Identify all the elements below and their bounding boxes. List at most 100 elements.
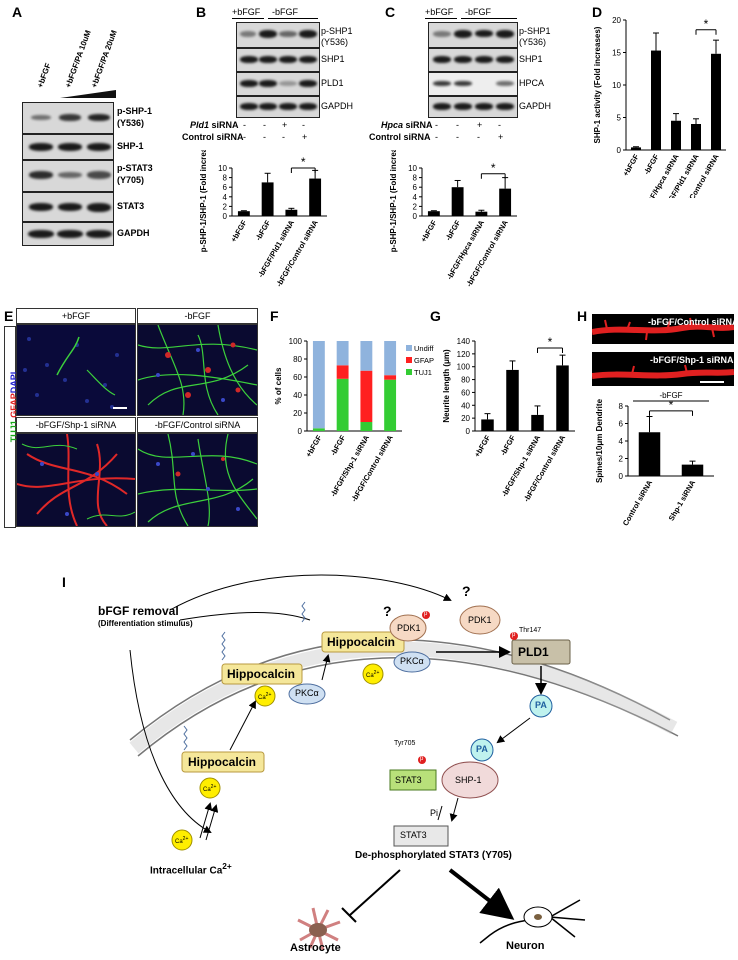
y-tick-label: 60 [461,388,470,397]
blot-label: HPCA [519,78,545,88]
sign: - [243,120,246,130]
legend-swatch [406,357,412,363]
pdk1-phospho [422,611,430,619]
pld1-label: PLD1 [518,645,549,659]
pi-label: Pi [430,808,439,818]
blot-gapdh [236,96,320,118]
category-label: +bFGF [304,433,324,459]
category-label: Shp-1 siRNA [667,478,698,522]
bar [506,369,519,431]
category-label: +bFGF [419,218,439,244]
bar [531,414,544,431]
arrow-to-pdk1 [169,574,452,611]
pkca-label-2: PKCα [295,688,319,698]
pld1-phospho [510,632,518,640]
bar [671,120,681,150]
blot-label: GAPDH [321,101,354,111]
blot-shp1 [22,134,114,160]
y-tick-label: 80 [461,376,470,385]
bar [309,178,322,216]
y-tick-label: 20 [461,414,470,423]
y-axis-label: % of cells [274,367,283,404]
question-mark-1: ? [383,603,392,619]
bar [237,211,250,216]
panel-label-g: G [430,308,441,324]
y-axis-label: p-SHP-1/SHP-1 (Fold increases) [199,150,208,252]
significance-star: * [301,155,306,169]
bar [481,419,494,431]
bar [451,187,464,216]
y-tick-label: 100 [457,363,471,372]
bar [711,53,721,150]
y-tick-label: 0 [223,212,228,221]
h-image2-label: -bFGF/Shp-1 siRNA [650,355,734,365]
significance-star: * [669,398,674,412]
tyr705-label: Tyr705 [394,740,416,747]
legend-label: TUJ1 [414,368,432,377]
category-label: -bFGF [329,433,348,457]
bar-segment [384,341,397,376]
blot-label: SHP-1 [117,141,144,151]
blot-label: SHP1 [321,54,345,64]
sirna-gene: Pld1 [190,120,210,130]
micro-title-4: -bFGF/Control siRNA [137,417,258,433]
bar [499,188,512,216]
micro-title-2: -bFGF [137,308,258,324]
pld1-box [511,639,571,665]
ca-1 [199,777,221,799]
h-image1-label: -bFGF/Control siRNA [648,317,738,327]
pa-label-2: PA [476,744,488,754]
category-label: -bFGF/Control siRNA [274,218,320,288]
astrocyte-icon [297,907,341,951]
blot-label: p-STAT3 [117,163,153,173]
panel-label-e: E [4,308,14,324]
y-tick-label: 8 [413,174,418,183]
panel-label-d: D [592,4,603,20]
blot-label: STAT3 [117,201,145,211]
ca-label-intra: Ca2+ [175,836,189,845]
stat3-phospho [418,756,426,764]
y-tick-label: 6 [413,183,418,192]
blot-p-stat3 [22,160,114,192]
blot-p-shp1 [22,102,114,134]
neuron-icon [479,899,586,944]
bar [638,432,661,476]
bar [285,209,298,216]
panel-label-i: I [62,574,66,590]
y-axis-label: Spines/10μm Dendrite [595,398,604,483]
hippocalcin-box-3 [321,631,405,653]
y-axis-label: Neurite length (μm) [442,349,451,423]
category-label: Control siRNA [621,478,655,527]
sirna-label: siRNA [211,120,239,130]
blot-label: (Y536) [117,118,145,128]
sign: - [243,132,246,142]
y-tick-label: 2 [413,202,418,211]
header-plus-bfgf: +bFGF [232,7,261,17]
y-tick-label: 60 [293,373,302,382]
pkca-label-3: PKCα [400,656,424,666]
hippocalcin-box-2 [221,663,303,685]
arrow-to-ca [129,649,212,833]
bar [651,50,661,150]
y-tick-label: 80 [293,355,302,364]
y-tick-label: 0 [466,427,471,436]
sign: + [498,132,504,142]
pdk1-label-outer: PDK1 [468,615,492,625]
y-tick-label: 8 [223,174,228,183]
bar-segment [312,428,325,431]
y-tick-label: 100 [289,337,303,346]
sign: + [282,120,288,130]
blot-label: p-SHP1 [519,26,551,36]
y-tick-label: 20 [612,16,621,25]
blot-label: SHP1 [519,54,543,64]
intracellular-ca-label: Intracellular Ca2+ [150,861,232,877]
blot-label: PLD1 [321,78,344,88]
blot-label: (Y705) [117,175,145,185]
y-tick-label: 4 [619,437,624,446]
sign: - [435,132,438,142]
category-label: -bFGF [254,218,273,242]
pa-free [529,694,553,718]
